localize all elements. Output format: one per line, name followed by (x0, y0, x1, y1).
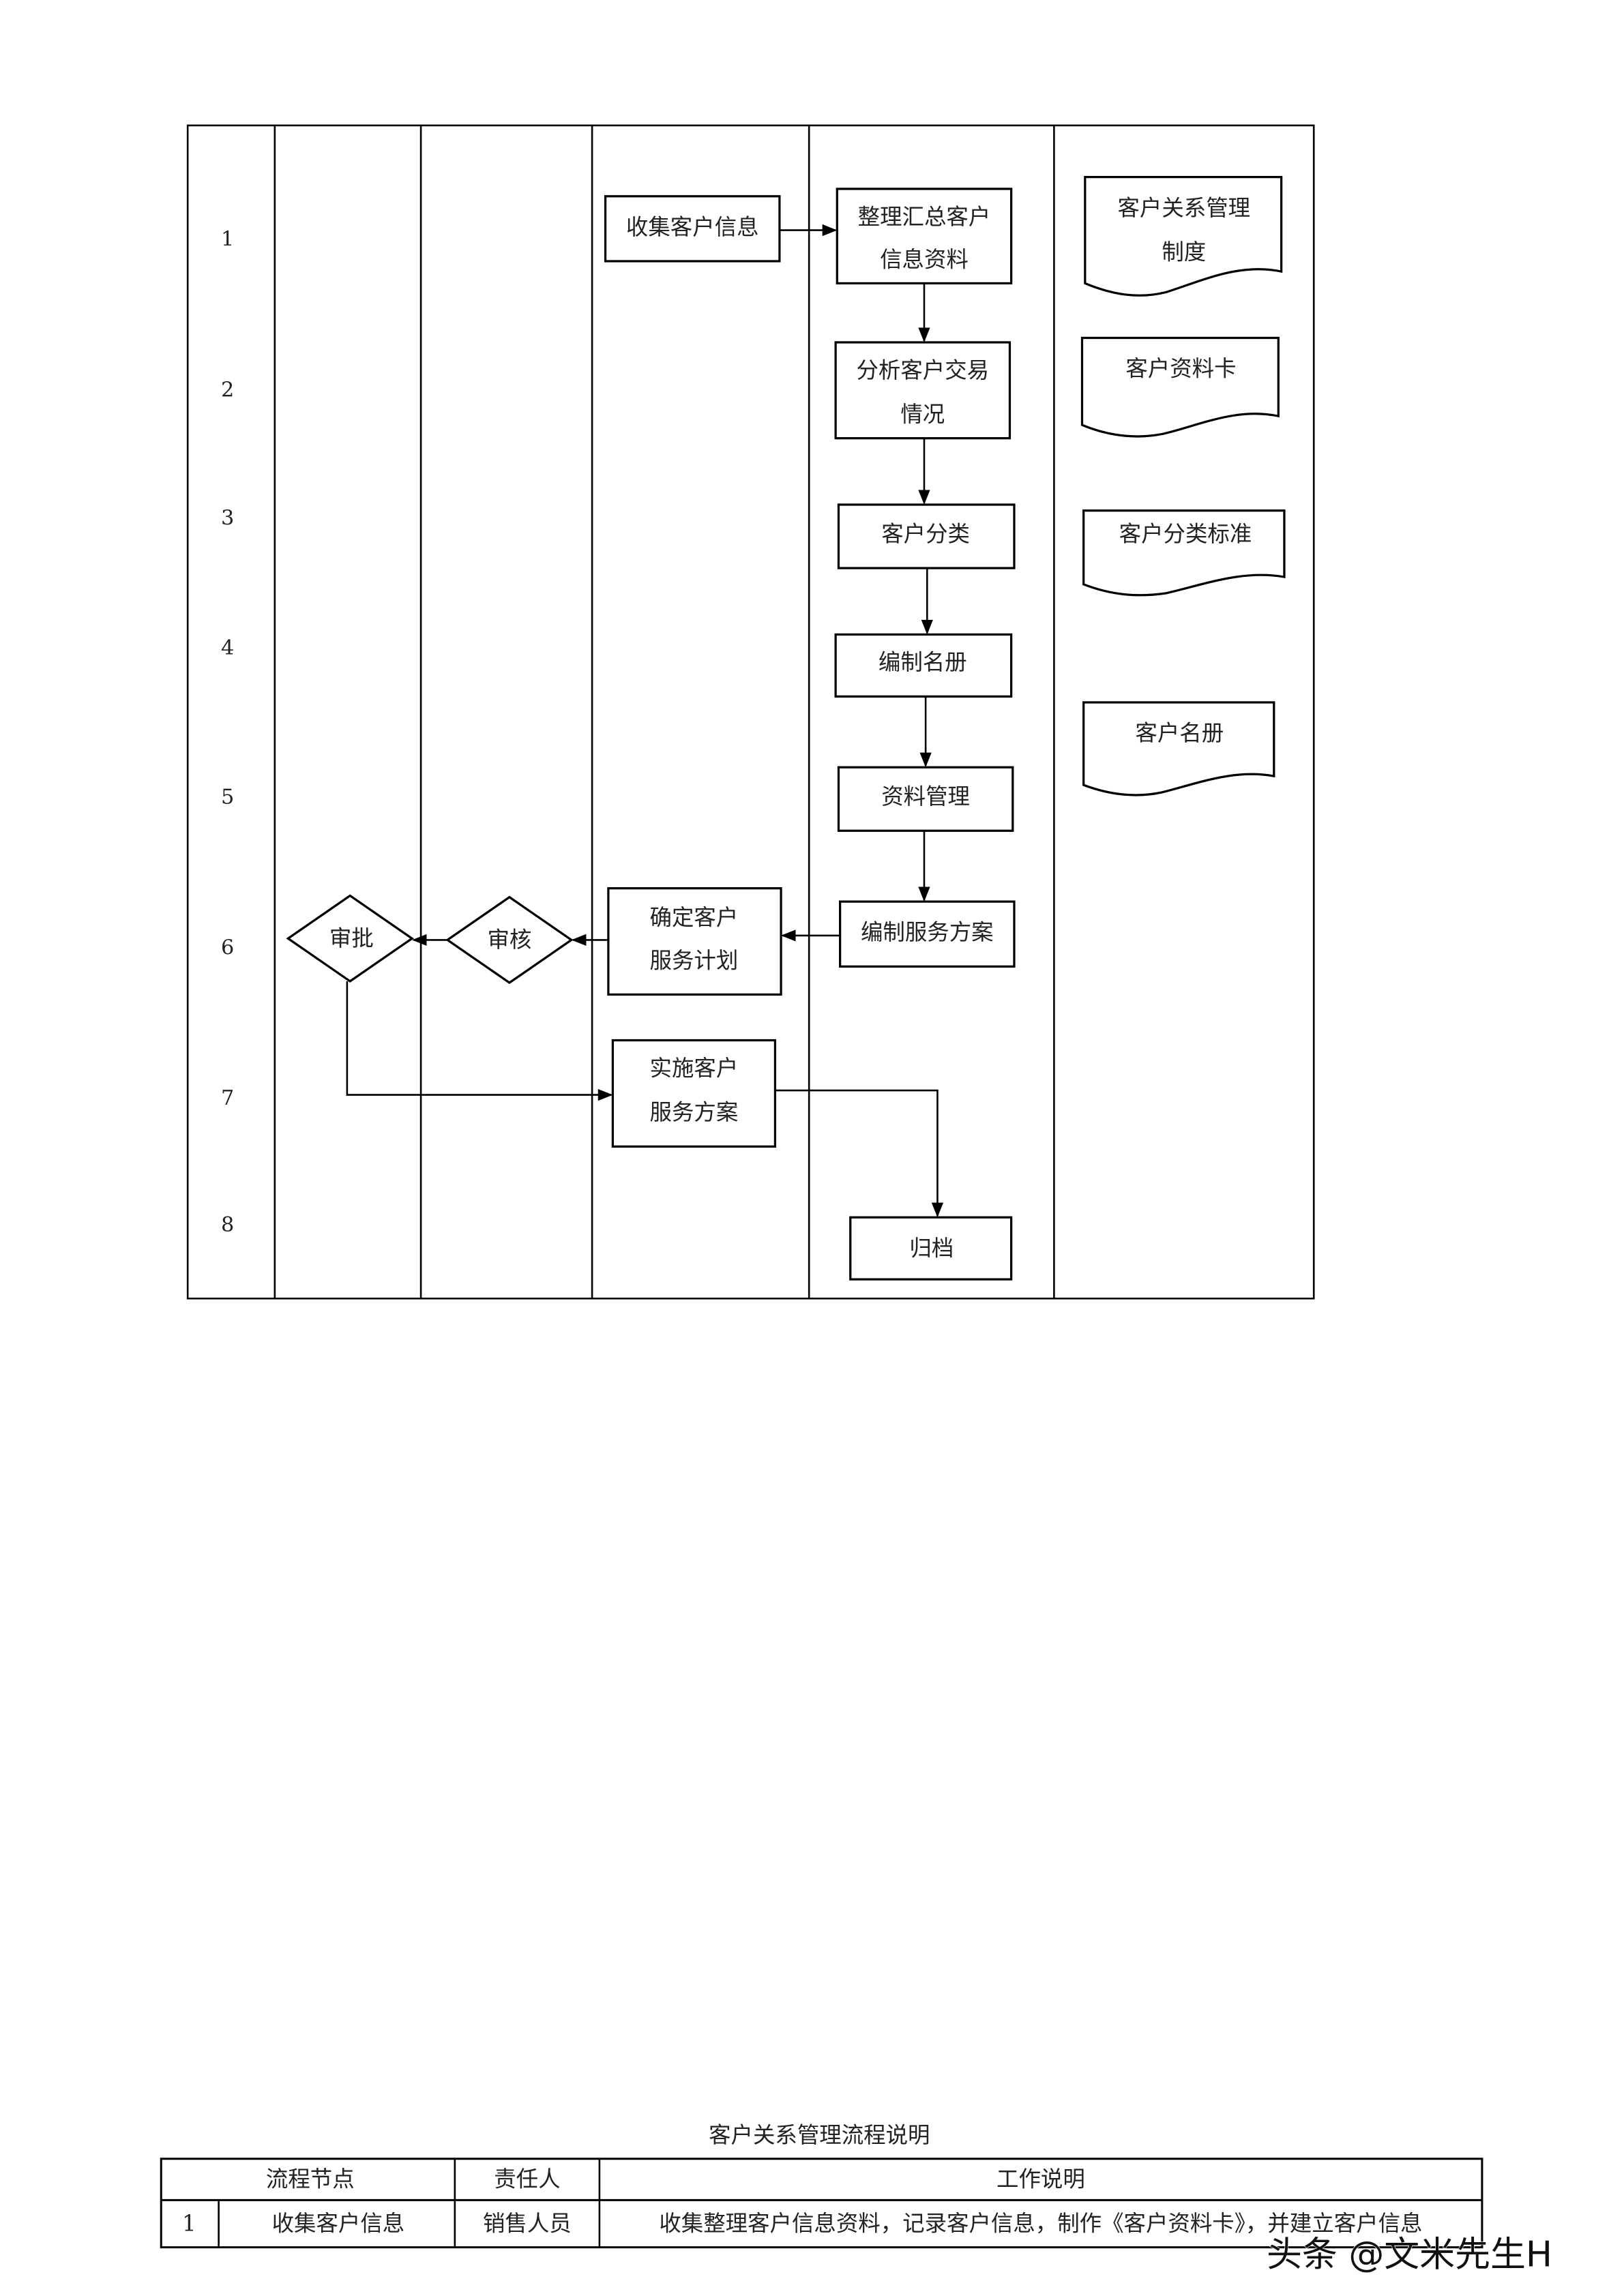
row-number: 6 (221, 936, 234, 959)
document-label: 制度 (1162, 239, 1206, 265)
watermark: 头条 @文米先生H (1267, 2235, 1552, 2276)
document-label: 客户关系管理 (1117, 195, 1250, 221)
step-label: 资料管理 (881, 784, 970, 809)
step-implement: 实施客户 服务方案 (611, 1039, 777, 1148)
document-customer-card: 客户资料卡 (1080, 336, 1280, 438)
step-label: 编制服务方案 (861, 919, 994, 945)
step-label: 归档 (909, 1235, 954, 1261)
row-numbers: 1 2 3 4 5 6 7 8 (221, 228, 234, 1237)
step-confirm-plan: 确定客户 服务计划 (607, 887, 782, 996)
step-label: 收集客户信息 (626, 214, 759, 240)
row-number: 1 (221, 228, 234, 252)
row-number: 5 (221, 786, 234, 809)
flow-arrows (346, 224, 944, 1218)
row-number: 2 (221, 378, 234, 402)
step-classify: 客户分类 (837, 503, 1016, 569)
step-roster: 编制名册 (834, 633, 1013, 698)
step-label: 信息资料 (880, 247, 969, 273)
table-title: 客户关系管理流程说明 (709, 2122, 930, 2148)
step-label: 客户分类 (881, 521, 970, 547)
step-archive: 归档 (849, 1216, 1013, 1281)
step-label: 情况 (900, 402, 945, 428)
step-label: 确定客户 (650, 905, 739, 931)
header-description: 工作说明 (996, 2166, 1085, 2192)
decision-review: 审核 (445, 895, 574, 985)
step-label: 编制名册 (879, 649, 967, 675)
cell-no: 1 (182, 2211, 196, 2237)
cell-node: 收集客户信息 (272, 2211, 405, 2237)
document-label: 客户分类标准 (1119, 521, 1252, 547)
row-number: 7 (221, 1086, 234, 1110)
header-node: 流程节点 (266, 2166, 355, 2192)
arrow (346, 981, 613, 1101)
step-label: 审批 (329, 925, 374, 951)
step-label: 实施客户 (650, 1055, 739, 1081)
decision-approve: 审批 (286, 894, 414, 983)
step-label: 分析客户交易 (856, 357, 989, 383)
row-number: 8 (221, 1213, 234, 1237)
step-organize: 整理汇总客户 信息资料 (836, 188, 1013, 285)
step-collect: 收集客户信息 (604, 195, 781, 263)
description-table: 流程节点 责任人 工作说明 1 收集客户信息 销售人员 收集整理客户信息资料，记… (160, 2158, 1483, 2249)
document-policy: 客户关系管理 制度 (1084, 176, 1283, 297)
step-label: 审核 (487, 927, 531, 953)
cell-description: 收集整理客户信息资料，记录客户信息，制作《客户资料卡》，并建立客户信息 (659, 2211, 1422, 2237)
step-service-plan: 编制服务方案 (838, 900, 1016, 968)
row-number: 4 (221, 636, 234, 660)
header-owner: 责任人 (494, 2166, 560, 2192)
step-label: 整理汇总客户 (858, 204, 991, 230)
document-customer-roster: 客户名册 (1082, 701, 1275, 796)
swimlane-grid (186, 124, 1315, 1300)
step-label: 服务计划 (650, 947, 739, 973)
arrow (775, 1089, 944, 1218)
document-label: 客户名册 (1135, 720, 1224, 746)
document-label: 客户资料卡 (1125, 356, 1236, 382)
row-number: 3 (221, 507, 234, 531)
step-analyze: 分析客户交易 情况 (834, 341, 1012, 440)
cell-owner: 销售人员 (483, 2211, 572, 2237)
step-data-management: 资料管理 (837, 766, 1014, 832)
document-classification-standard: 客户分类标准 (1082, 509, 1286, 597)
step-label: 服务方案 (650, 1099, 739, 1125)
